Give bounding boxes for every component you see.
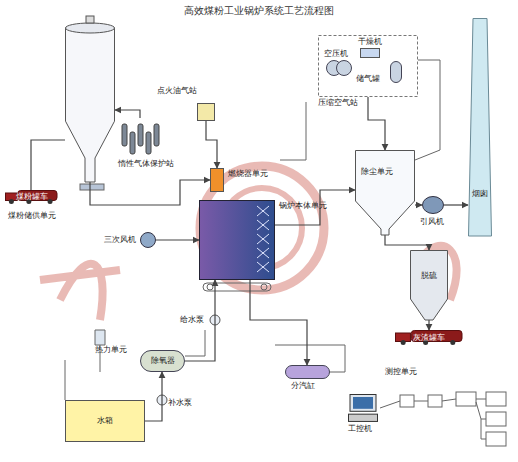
chimney-shape	[469, 19, 492, 237]
flow-connector	[156, 239, 199, 240]
compressor: 空压机	[326, 60, 352, 76]
flow-connector	[444, 204, 468, 205]
chimney-outline	[468, 18, 492, 236]
flow-connector	[31, 140, 65, 190]
ignition-station-outline	[197, 103, 215, 121]
flow-connector	[428, 320, 429, 330]
ignition-station-shape	[198, 104, 215, 121]
dust-collector: 除尘单元	[355, 150, 415, 235]
flow-connector	[385, 235, 429, 250]
fan: 三次风机	[140, 232, 156, 248]
burner-shape	[211, 169, 224, 192]
compressor-outline	[326, 60, 352, 76]
control-region-outline	[340, 368, 512, 456]
desulfur-tower-outline	[410, 250, 448, 320]
steam-header: 分汽缸	[285, 365, 330, 379]
gas-bottles: 惰性气体保护站	[120, 118, 160, 156]
chimney: 烟囱	[468, 18, 492, 236]
steam-header-shape	[286, 366, 330, 379]
silo-shape	[66, 16, 115, 182]
equipment-label: 给水泵	[180, 316, 204, 325]
burner: 燃烧器单元	[210, 168, 224, 192]
node-label: 三次风机	[104, 236, 136, 245]
node-label: 烟囱	[472, 190, 488, 199]
flow-connector	[115, 110, 140, 118]
node-label: 脱硫	[421, 272, 437, 281]
node-label: 水箱	[97, 417, 113, 426]
boiler: 锅炉本体单元	[199, 200, 275, 280]
fan-outline	[140, 232, 156, 248]
dust-collector-outline	[355, 150, 415, 235]
node-label: 除尘单元	[361, 168, 393, 177]
node-label: 煤粉储供单元	[8, 212, 56, 221]
node-label: 灰渣罐车	[413, 333, 445, 342]
desulfur-tower-shape	[411, 251, 448, 321]
truck-shape	[6, 191, 58, 205]
node-label: 储气罐	[356, 75, 380, 84]
node-label: 分汽缸	[291, 382, 315, 391]
node-label: 空压机	[324, 50, 348, 59]
diagram-title: 高效煤粉工业锅炉系统工艺流程图	[184, 5, 334, 16]
dryer: 干燥机	[360, 48, 380, 58]
fan-shape	[423, 197, 444, 214]
steam-header-outline	[285, 365, 330, 379]
gas-bottles-shape	[122, 124, 159, 154]
burner-outline	[210, 168, 224, 192]
computer-outline	[348, 394, 378, 422]
flow-connector	[415, 204, 422, 205]
computer-shape	[349, 395, 378, 422]
truck: 灰渣罐车	[395, 330, 463, 345]
node-label: 测控单元	[385, 368, 417, 377]
node-label: 干燥机	[358, 38, 382, 47]
desulfur-tower: 脱硫	[410, 250, 448, 320]
dryer-outline	[360, 48, 380, 58]
node-label: 锅炉本体单元	[279, 202, 327, 211]
compressor-shape	[327, 61, 352, 76]
node-label: 工控机	[348, 425, 372, 434]
silo-outline	[65, 22, 115, 182]
pipes	[65, 60, 440, 400]
dryer-shape	[361, 49, 380, 58]
fan: 引风机	[422, 196, 444, 214]
truck-shape	[396, 331, 463, 346]
equipment-label: 热力单元	[95, 346, 127, 355]
deaerator-shape	[141, 351, 185, 372]
equipment-label: 补水泵	[168, 399, 192, 408]
flow-connector	[206, 121, 217, 168]
water-tank-shape	[66, 401, 145, 442]
fan-shape	[141, 233, 156, 248]
flow-connector	[145, 372, 162, 421]
node-label: 除氧器	[151, 357, 175, 366]
computer: 工控机	[348, 394, 378, 422]
boiler-shape	[200, 201, 275, 280]
node-label: 点火油气站	[157, 87, 197, 96]
control-devices	[380, 392, 506, 446]
control-region: 测控单元工控机	[340, 368, 512, 456]
silo: 煤粉储供单元	[65, 22, 115, 182]
node-label: 惰性气体保护站	[118, 160, 174, 169]
flow-connector	[368, 97, 385, 150]
node-label: 燃烧器单元	[228, 170, 268, 179]
fan-outline	[422, 196, 444, 214]
station-frame: 压缩空气站干燥机空压机储气罐	[318, 35, 418, 97]
water-tank: 水箱	[65, 400, 145, 442]
dust-collector-shape	[356, 151, 415, 236]
truck: 煤粉罐车	[5, 190, 58, 204]
flow-connector	[275, 190, 355, 225]
node-label: 煤粉罐车	[16, 193, 48, 202]
air-tank-shape	[391, 62, 402, 83]
flow-connector	[250, 280, 307, 365]
deaerator: 除氧器	[140, 350, 185, 372]
node-label: 压缩空气站	[318, 99, 358, 108]
air-tank: 储气罐	[390, 61, 402, 83]
flow-connector	[90, 180, 210, 205]
gas-bottles-outline	[120, 118, 160, 156]
ignition-station: 点火油气站	[197, 103, 215, 121]
station-frame-shape	[319, 36, 418, 97]
air-tank-outline	[390, 61, 402, 83]
boiler-outline	[199, 200, 275, 280]
node-label: 引风机	[420, 218, 444, 227]
